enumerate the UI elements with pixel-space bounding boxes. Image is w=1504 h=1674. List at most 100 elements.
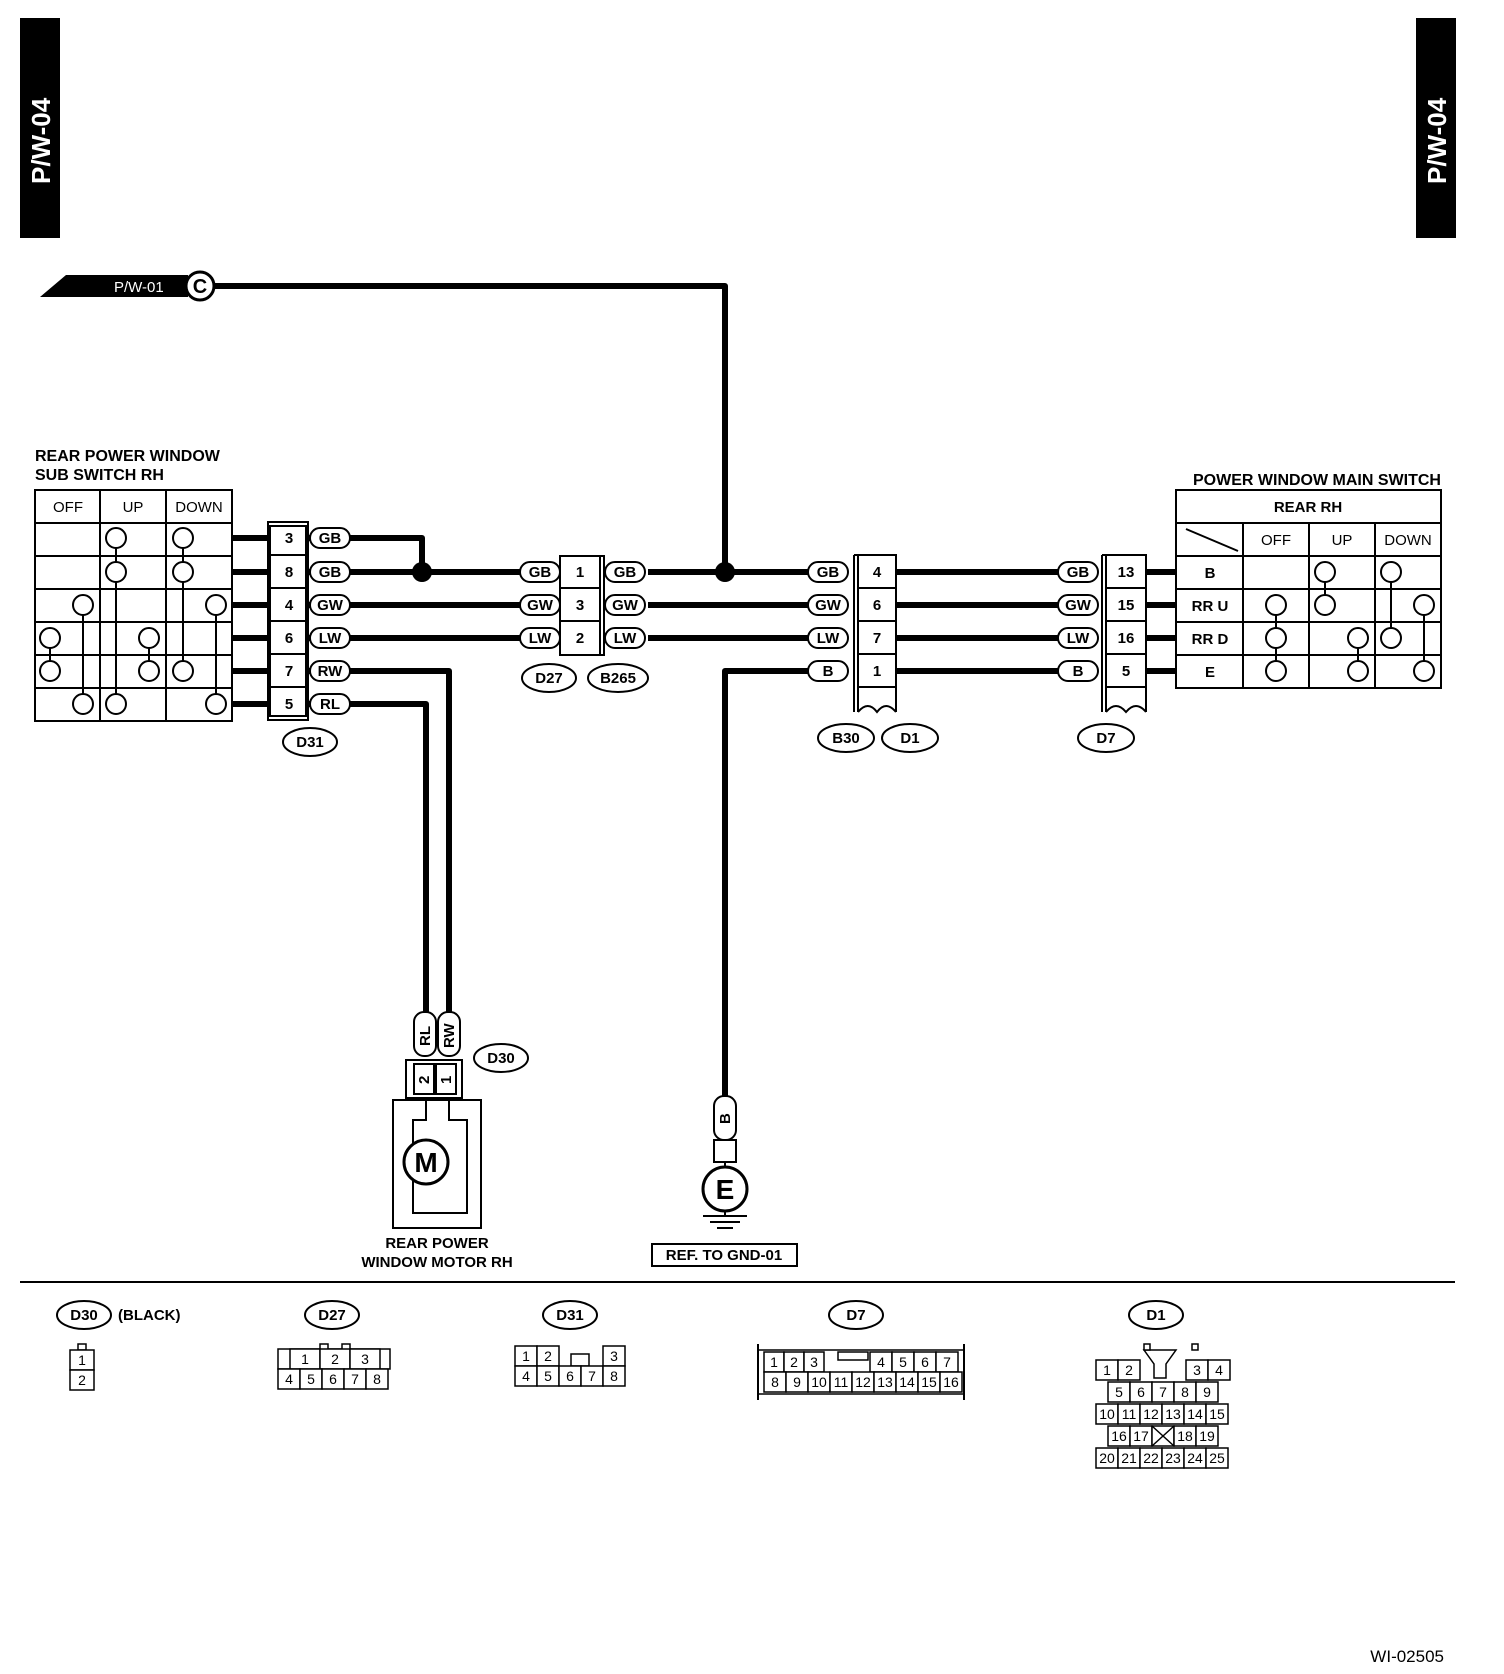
main-switch-row-b: B: [1205, 565, 1216, 582]
motor-wire-tag-rl: [413, 1011, 437, 1057]
ground-symbol-e: E: [716, 1174, 735, 1205]
d7-pin-16: 16: [1118, 630, 1135, 647]
d31-pin-7: 7: [285, 663, 293, 680]
face-d1-pin-17: 17: [1133, 1428, 1149, 1444]
b265-wire-right-1-tag: [604, 561, 646, 583]
face-d1-pin-11: 11: [1122, 1406, 1137, 1422]
face-d7-pin-1: 1: [770, 1354, 778, 1370]
d27-pin-3: 3: [576, 597, 584, 614]
motor-wire-tag-rw: [437, 1011, 461, 1057]
d1-pin-4: 4: [873, 564, 882, 581]
face-d7-pin-15: 15: [921, 1374, 937, 1390]
face-d7-pin-4: 4: [877, 1354, 885, 1370]
d1-pin-7: 7: [873, 630, 881, 647]
face-d1-pin-20: 20: [1099, 1450, 1115, 1466]
main-switch-header-down: DOWN: [1384, 532, 1432, 549]
face-d7-name: D7: [846, 1307, 865, 1324]
main-switch-group: REAR RH: [1274, 499, 1342, 516]
face-d31-pin-8: 8: [610, 1368, 618, 1384]
face-d1-pin-14: 14: [1187, 1406, 1203, 1422]
power-window-main-switch: POWER WINDOW MAIN SWITCH REAR RH OFF UP …: [1175, 472, 1442, 689]
d27-wire-left-2-tag: [519, 627, 561, 649]
sub-switch-header-off: OFF: [53, 499, 83, 516]
face-d31-pin-2: 2: [544, 1348, 552, 1364]
face-d1-pin-25: 25: [1209, 1450, 1225, 1466]
d7-pin-5: 5: [1122, 663, 1130, 680]
motor-pin-1: 1: [438, 1076, 455, 1084]
d27-pin-1: 1: [576, 564, 584, 581]
d1-label: D1: [900, 730, 919, 747]
d7-label: D7: [1096, 730, 1115, 747]
face-d7-pin-12: 12: [855, 1374, 871, 1390]
d27-pin-2: 2: [576, 630, 584, 647]
face-d1-pin-15: 15: [1209, 1406, 1225, 1422]
d7-wire-13-tag: [1057, 561, 1099, 583]
face-d31-pin-4: 4: [522, 1368, 530, 1384]
b265-wire-right-2: LW: [614, 630, 637, 647]
d27-wire-left-1: GB: [529, 564, 552, 581]
main-switch-row-e: E: [1205, 664, 1215, 681]
d7-wire-16-tag: [1057, 627, 1099, 649]
b30-wire-4: GB: [817, 564, 840, 581]
face-d31-pin-5: 5: [544, 1368, 552, 1384]
main-switch-title: POWER WINDOW MAIN SWITCH: [1193, 472, 1441, 489]
motor-pin-2: 2: [416, 1076, 433, 1084]
motor-label-2: WINDOW MOTOR RH: [361, 1254, 512, 1271]
b265-wire-right-3-tag: [604, 594, 646, 616]
d31-wire-5-tag: [309, 693, 351, 715]
motor-wire-rl: RL: [417, 1026, 434, 1046]
face-d27-pin-7: 7: [351, 1371, 359, 1387]
d7-pin-15: 15: [1118, 597, 1135, 614]
face-d1-pin-9: 9: [1203, 1384, 1211, 1400]
d27-wire-left-1-tag: [519, 561, 561, 583]
b265-wire-right-2-tag: [604, 627, 646, 649]
face-d7-pin-14: 14: [899, 1374, 915, 1390]
d31-wire-6: LW: [319, 630, 342, 647]
d31-pin-3: 3: [285, 530, 293, 547]
face-d7-pin-2: 2: [790, 1354, 798, 1370]
face-d7-pin-8: 8: [771, 1374, 779, 1390]
b30-wire-7: LW: [817, 630, 840, 647]
face-d31-pin-1: 1: [522, 1348, 530, 1364]
d31-wire-6-tag: [309, 627, 351, 649]
ground-wire-color: B: [717, 1113, 734, 1124]
ground-ref[interactable]: REF. TO GND-01: [666, 1247, 782, 1264]
page-tag-right: P/W-04: [1416, 18, 1456, 238]
face-d1-pin-19: 19: [1199, 1428, 1215, 1444]
face-d1-pin-7: 7: [1159, 1384, 1167, 1400]
d7-wire-15: GW: [1065, 597, 1092, 614]
face-d30-pin-2: 2: [78, 1372, 86, 1388]
main-switch-row-rru: RR U: [1192, 598, 1229, 615]
rear-power-window-sub-switch: REAR POWER WINDOW SUB SWITCH RH OFF UP D…: [34, 448, 233, 722]
b30-wire-6: GW: [815, 597, 842, 614]
face-d1-pin-13: 13: [1165, 1406, 1181, 1422]
splice-point: [715, 562, 735, 582]
ground-symbol: B E REF. TO GND-01: [651, 1095, 798, 1267]
d7-wire-13: GB: [1067, 564, 1090, 581]
face-d31-pin-6: 6: [566, 1368, 574, 1384]
b30-wire-4-tag: [807, 561, 849, 583]
sub-switch-header-up: UP: [123, 499, 144, 516]
face-d27-pin-5: 5: [307, 1371, 315, 1387]
b30-wire-7-tag: [807, 627, 849, 649]
face-d1-pin-22: 22: [1143, 1450, 1159, 1466]
face-d7-pin-7: 7: [943, 1354, 951, 1370]
wires: [214, 283, 1176, 1098]
b30-wire-1-tag: [807, 660, 849, 682]
face-d30-name: D30: [70, 1307, 98, 1324]
sub-switch-header-down: DOWN: [175, 499, 223, 516]
b265-wire-right-1: GB: [614, 564, 637, 581]
d27-wire-left-3: GW: [527, 597, 554, 614]
d7-wire-5: B: [1073, 663, 1084, 680]
ref-arrow-pw01[interactable]: P/W-01 C: [40, 270, 216, 302]
motor-wire-rw: RW: [441, 1022, 458, 1048]
